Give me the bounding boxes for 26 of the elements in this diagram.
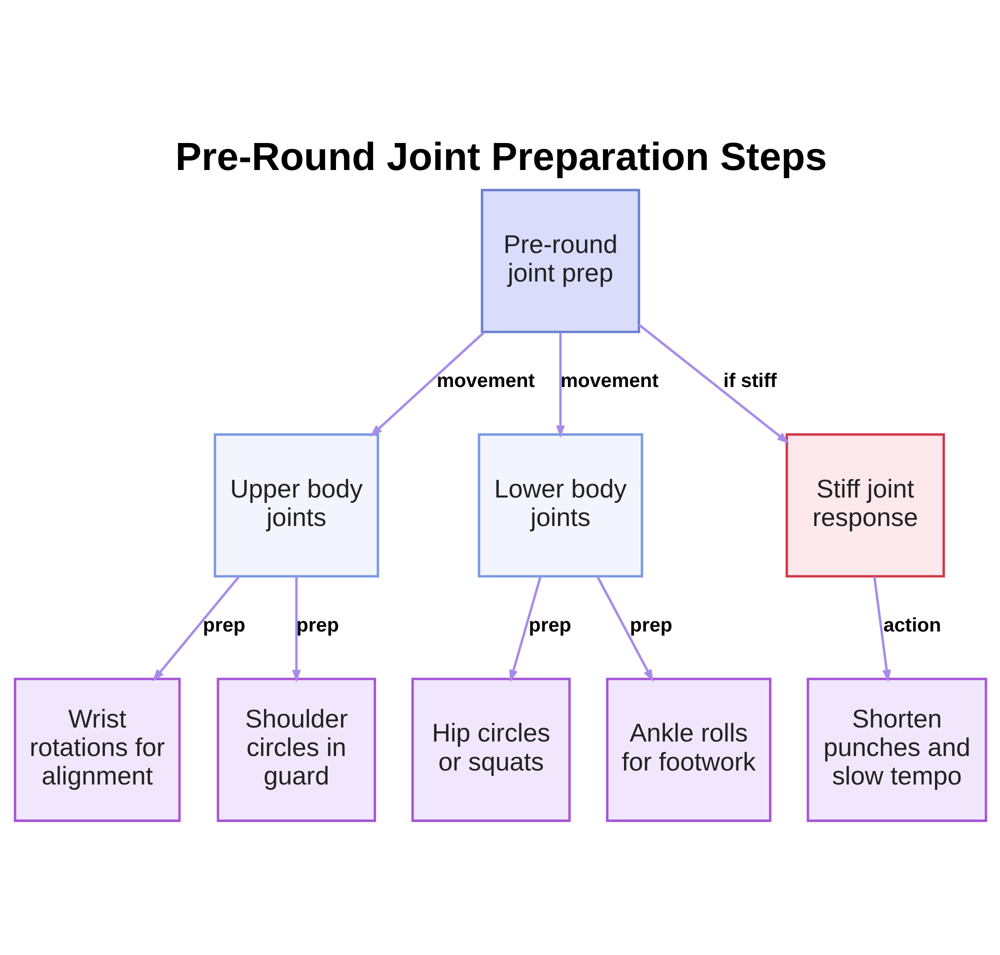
node-box: Stiff joint response	[785, 433, 944, 578]
edge-label: if stiff	[722, 370, 776, 392]
arrow	[638, 324, 789, 444]
node-box: Hip circles or squats	[410, 678, 570, 822]
edge-label: movement	[560, 370, 658, 392]
arrow	[556, 332, 564, 438]
edge-label: movement	[436, 370, 534, 392]
edge-label: prep	[528, 614, 571, 636]
edge-label: prep	[629, 614, 672, 636]
arrow	[596, 576, 653, 682]
arrow	[292, 576, 300, 682]
edge-label: action	[882, 614, 941, 636]
node-box: Pre-round joint prep	[480, 188, 640, 334]
edge-label: prep	[202, 614, 245, 636]
arrow	[508, 576, 542, 682]
arrow	[152, 576, 240, 682]
node-box: Shoulder circles in guard	[216, 678, 376, 822]
node-box: Upper body joints	[213, 433, 379, 578]
node-box: Ankle rolls for footwork	[606, 678, 771, 822]
arrow	[369, 331, 484, 437]
node-box: Shorten punches and slow tempo	[806, 678, 987, 822]
node-box: Lower body joints	[477, 433, 643, 578]
diagram-title: Pre-Round Joint Preparation Steps	[174, 135, 826, 180]
edge-label: prep	[296, 614, 338, 636]
arrow	[872, 576, 890, 682]
node-box: Wrist rotations for alignment	[13, 678, 180, 822]
